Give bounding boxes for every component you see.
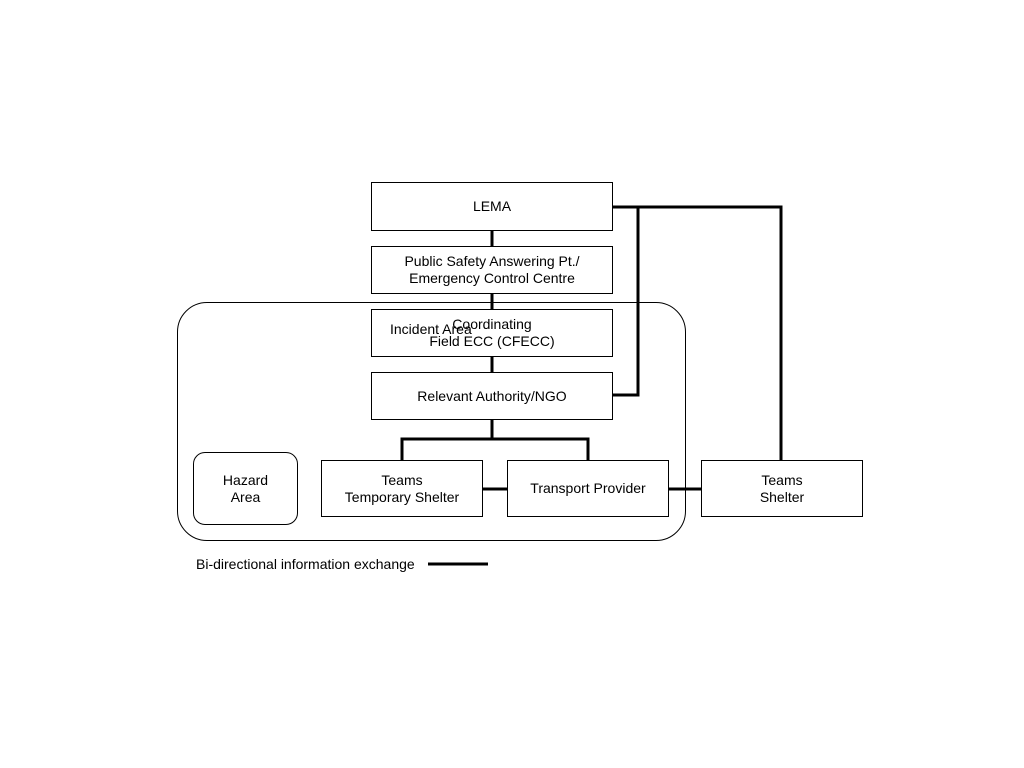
node-teams-temp-line1: Teams: [381, 471, 423, 488]
incident-area-region: [177, 302, 686, 541]
incident-area-label: Incident Area: [390, 321, 472, 337]
node-lema: LEMA: [371, 182, 613, 231]
node-hazard-line2: Area: [230, 488, 261, 505]
node-teams-shelter-line1: Teams: [761, 471, 803, 488]
legend-label: Bi-directional information exchange: [196, 556, 415, 572]
link-authority-teams: [400, 420, 494, 460]
node-teams-temp-line2: Temporary Shelter: [344, 488, 460, 505]
node-teams-shelter-line2: Shelter: [759, 488, 805, 505]
node-transport-provider: Transport Provider: [507, 460, 669, 517]
node-psap-line1: Public Safety Answering Pt./: [404, 253, 580, 269]
node-psap-line2: Emergency Control Centre: [409, 270, 575, 286]
node-teams-temporary-shelter: Teams Temporary Shelter: [321, 460, 483, 517]
link-authority-transport: [492, 437, 590, 460]
node-hazard-line1: Hazard: [222, 471, 269, 488]
node-lema-label: LEMA: [472, 198, 512, 214]
node-teams-shelter: Teams Shelter: [701, 460, 863, 517]
node-cfecc-line2: Field ECC (CFECC): [429, 333, 555, 349]
node-hazard-area: Hazard Area: [193, 452, 298, 525]
node-cfecc-line1: Coordinating: [452, 316, 532, 332]
node-transport-label: Transport Provider: [530, 480, 646, 496]
node-authority-label: Relevant Authority/NGO: [417, 387, 567, 404]
node-relevant-authority: Relevant Authority/NGO: [371, 372, 613, 420]
node-psap: Public Safety Answering Pt./ Emergency C…: [371, 246, 613, 294]
link-lema-authority: [613, 205, 640, 397]
link-lema-teams-shelter: [638, 205, 783, 460]
node-cfecc: Coordinating Field ECC (CFECC): [371, 309, 613, 357]
